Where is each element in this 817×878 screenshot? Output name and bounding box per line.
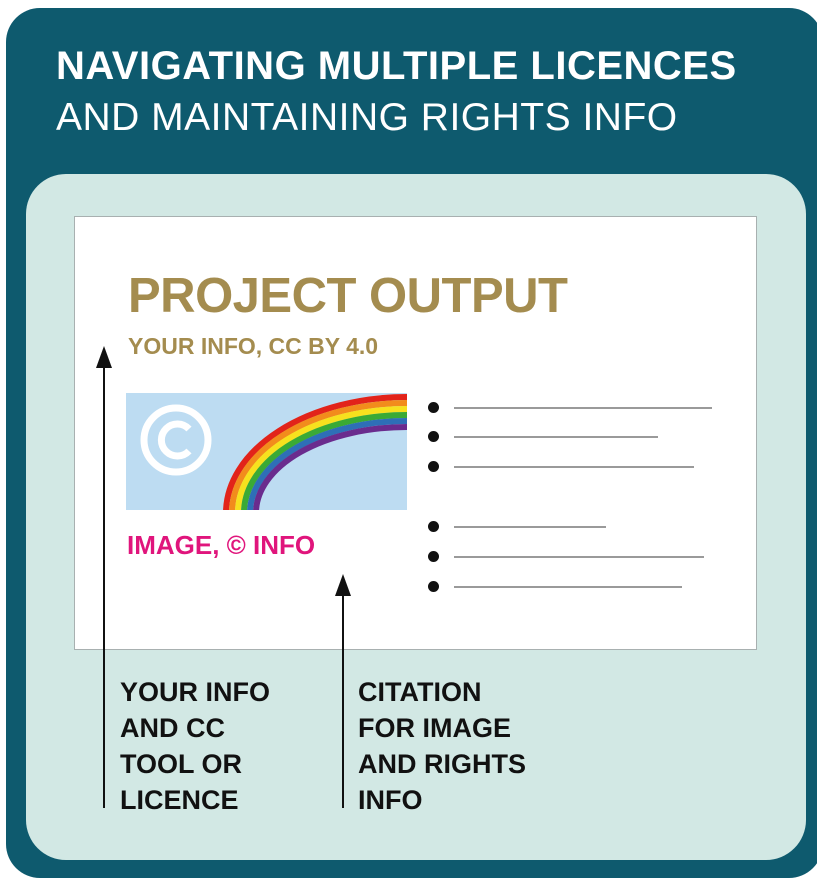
bullet-dot (428, 431, 439, 442)
rainbow-icon (223, 394, 407, 510)
placeholder-text-line (454, 556, 704, 558)
placeholder-text-line (454, 526, 606, 528)
label-line: CITATION (358, 677, 482, 707)
label-line: YOUR INFO (120, 677, 271, 707)
image-caption: IMAGE, © INFO (127, 530, 316, 560)
image-illustration (140, 394, 407, 510)
label-line: FOR IMAGE (358, 713, 511, 743)
placeholder-text-line (454, 436, 658, 438)
image-placeholder (126, 393, 407, 510)
document-title: PROJECT OUTPUT (128, 269, 568, 323)
placeholder-text-line (454, 466, 694, 468)
bullet-dot (428, 461, 439, 472)
label-line: AND RIGHTS (358, 749, 526, 779)
document-subtitle: YOUR INFO, CC BY 4.0 (128, 333, 379, 359)
bullet-dot (428, 402, 439, 413)
placeholder-text-line (454, 586, 682, 588)
label-line: AND CC (120, 713, 225, 743)
bullet-dot (428, 581, 439, 592)
title-line-1: NAVIGATING MULTIPLE LICENCES (56, 44, 737, 88)
label-line: LICENCE (120, 785, 239, 815)
bullet-dot (428, 521, 439, 532)
placeholder-text-line (454, 407, 712, 409)
label-citation-rights: CITATION FOR IMAGE AND RIGHTS INFO (358, 674, 526, 818)
copyright-icon (140, 404, 212, 476)
bullet-dot (428, 551, 439, 562)
title-line-2: AND MAINTAINING RIGHTS INFO (56, 96, 678, 139)
label-line: INFO (358, 785, 423, 815)
label-your-info-licence: YOUR INFO AND CC TOOL OR LICENCE (120, 674, 270, 818)
arrow-right (335, 574, 351, 808)
label-line: TOOL OR (120, 749, 243, 779)
arrow-left (96, 346, 112, 808)
